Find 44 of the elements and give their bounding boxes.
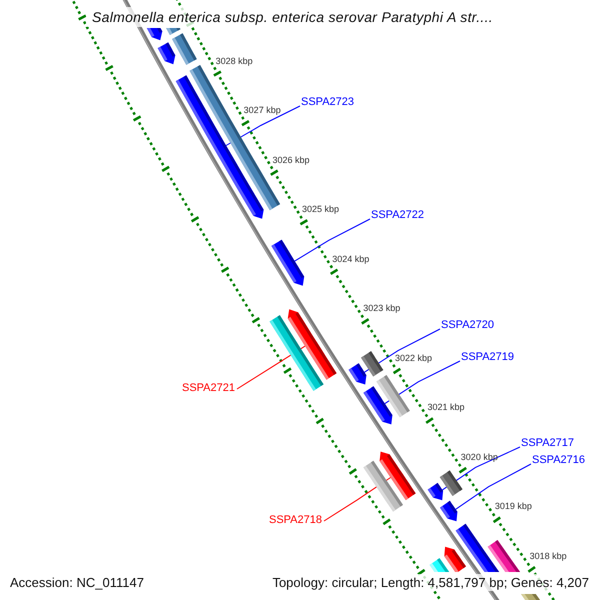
gene-label: SSPA2717 — [521, 436, 574, 450]
scale-label: 3019 kbp — [494, 501, 532, 512]
scale-label: 3023 kbp — [363, 303, 400, 314]
gene-bar — [428, 482, 444, 500]
scale-label: 3026 kbp — [272, 154, 310, 166]
leader-line — [236, 346, 306, 390]
gene-bar — [288, 309, 337, 380]
gene-bar — [361, 351, 384, 376]
gene-label: SSPA2721 — [182, 381, 235, 395]
scale-label: 3020 kbp — [460, 452, 498, 463]
leader-line — [294, 218, 370, 262]
gene-bar — [440, 500, 458, 522]
scale-label: 3024 kbp — [332, 254, 370, 265]
gene-label: SSPA2719 — [461, 350, 514, 364]
gene-bar — [146, 28, 162, 40]
gene-label: SSPA2716 — [532, 453, 586, 467]
gene-bar — [176, 75, 264, 219]
leader-line — [364, 328, 440, 373]
gene-bar — [521, 594, 540, 600]
gene-bar — [440, 470, 462, 496]
leader-line — [226, 106, 300, 146]
scale-label: 3022 kbp — [395, 352, 432, 364]
gene-label: SSPA2718 — [268, 513, 322, 527]
gene-label: SSPA2720 — [441, 318, 494, 332]
scale-label: 3028 kbp — [216, 56, 253, 67]
gene-bar — [363, 386, 392, 424]
scale-label: 3021 kbp — [428, 402, 465, 414]
scale-label: 3018 kbp — [530, 550, 567, 562]
gene-bar — [444, 546, 466, 572]
gene-bar — [430, 558, 450, 572]
gene-bar — [166, 28, 180, 35]
gene-label: SSPA2722 — [371, 208, 424, 222]
gene-bar — [488, 540, 520, 572]
scale-label: 3027 kbp — [244, 105, 281, 116]
scale-label: 3025 kbp — [302, 204, 340, 216]
gene-bar — [172, 33, 197, 65]
gene-bar — [363, 460, 403, 512]
leader-line — [455, 464, 532, 510]
leader-line — [384, 360, 460, 404]
gene-bar — [158, 42, 176, 64]
gene-bar — [271, 240, 304, 286]
gene-bar — [348, 363, 366, 384]
gene-label: SSPA2723 — [301, 95, 354, 109]
leader-line — [442, 446, 520, 490]
